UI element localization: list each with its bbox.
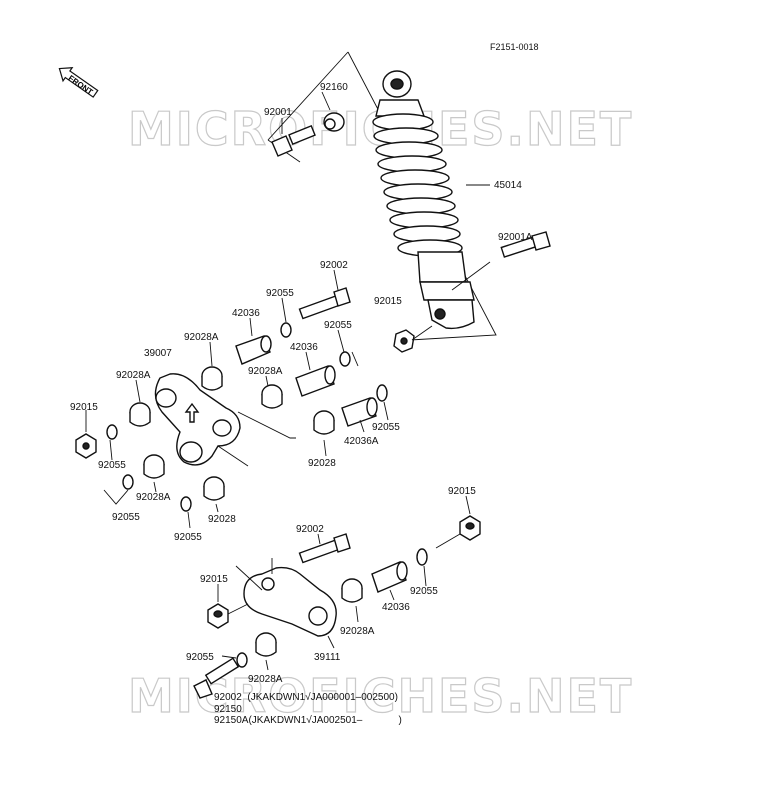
label-92028A-f: 92028A xyxy=(248,674,283,685)
link-39111 xyxy=(243,558,337,637)
bolt-92002-mid xyxy=(298,533,351,564)
washer-92055-h xyxy=(236,652,248,668)
nut-92015-lower xyxy=(207,603,229,629)
washer-92055-g xyxy=(416,548,428,566)
label-92002-mid: 92002 xyxy=(296,524,324,535)
sleeve-42036-c xyxy=(371,561,408,593)
note-92150A: 92150A(JKAKDWN1√JA002501– ) xyxy=(214,715,402,726)
label-92028A-b: 92028A xyxy=(248,366,283,377)
label-92028A-d: 92028A xyxy=(136,492,171,503)
label-92055-h: 92055 xyxy=(186,652,214,663)
nut-92015-right xyxy=(459,515,481,541)
bolt-92002-top xyxy=(298,287,351,320)
sleeve-42036-b xyxy=(295,365,336,397)
shock-absorber xyxy=(267,51,497,341)
label-92028A-c: 92028A xyxy=(116,370,151,381)
bolt-92150 xyxy=(193,657,240,699)
bushing-92028A-e xyxy=(341,578,363,603)
washer-92055-c1 xyxy=(106,424,118,440)
front-arrow-icon: FRONT xyxy=(58,67,99,98)
label-92015-lower: 92015 xyxy=(200,574,228,585)
label-45014: 45014 xyxy=(494,180,522,191)
label-92160: 92160 xyxy=(320,82,348,93)
label-42036-a: 42036 xyxy=(232,308,260,319)
link-39007 xyxy=(154,373,241,466)
note-92002: 92002 (JKAKDWN1√JA000001–002500) xyxy=(214,692,398,703)
bushing-92028-b xyxy=(203,476,225,501)
label-39007: 39007 xyxy=(144,348,172,359)
label-92028-a: 92028 xyxy=(308,458,336,469)
washer-92055-b xyxy=(339,351,351,367)
bolt-92001A xyxy=(451,231,551,291)
label-92002-top: 92002 xyxy=(320,260,348,271)
label-92028A-e: 92028A xyxy=(340,626,375,637)
label-92055-g: 92055 xyxy=(410,586,438,597)
label-92015-left: 92015 xyxy=(70,402,98,413)
label-92001: 92001 xyxy=(264,107,292,118)
label-92001A: 92001A xyxy=(498,232,533,243)
washer-92055-f xyxy=(122,474,134,490)
label-92055-d: 92055 xyxy=(98,460,126,471)
washer-92055-e xyxy=(180,496,192,512)
bolt-92001 xyxy=(271,124,316,157)
note-92150: 92150 xyxy=(214,704,242,715)
label-42036A: 42036A xyxy=(344,436,379,447)
label-42036-b: 42036 xyxy=(290,342,318,353)
label-92015-right: 92015 xyxy=(448,486,476,497)
label-92055-c: 92055 xyxy=(372,422,400,433)
diagram-code: F2151-0018 xyxy=(490,42,539,52)
bushing-92028-a xyxy=(313,410,335,435)
nut-92015-shock xyxy=(393,325,433,353)
collar-92160 xyxy=(323,112,345,132)
label-92028A-a: 92028A xyxy=(184,332,219,343)
bushing-92028A-b xyxy=(261,384,283,409)
shock-spring xyxy=(372,113,463,257)
label-92055-b: 92055 xyxy=(324,320,352,331)
washer-92055-a xyxy=(280,322,292,338)
label-92028-b: 92028 xyxy=(208,514,236,525)
label-42036-c: 42036 xyxy=(382,602,410,613)
label-92055-f: 92055 xyxy=(174,532,202,543)
bushing-92028A-f xyxy=(255,632,277,657)
label-92015-shock: 92015 xyxy=(374,296,402,307)
label-39111: 39111 xyxy=(314,652,341,663)
washer-92055-d xyxy=(376,384,388,402)
nut-92015-left xyxy=(75,433,97,459)
label-92055-a: 92055 xyxy=(266,288,294,299)
sleeve-42036A xyxy=(341,397,378,427)
bushing-92028A-d xyxy=(143,454,165,479)
sleeve-42036-a xyxy=(235,335,272,365)
bushing-92028A-a xyxy=(201,366,223,391)
label-92055-e: 92055 xyxy=(112,512,140,523)
bushing-92028A-c xyxy=(129,402,151,427)
